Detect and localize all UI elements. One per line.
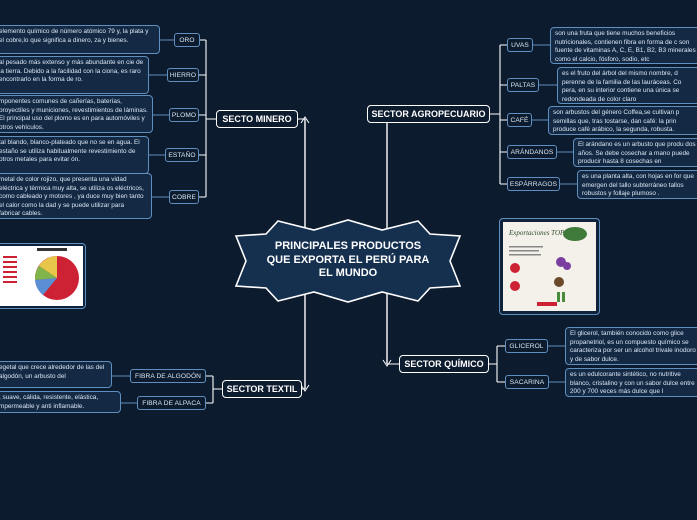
note-oro[interactable]: elemento químico de número atómico 79 y,…: [0, 25, 160, 54]
top-exports-poster[interactable]: Exportaciones TOP: [499, 218, 600, 315]
subtopic-oro[interactable]: ORO: [174, 33, 200, 47]
note-esparragos[interactable]: es una planta alta, con hojas en for que…: [577, 170, 697, 199]
note-uvas[interactable]: son una fruta que tiene muchos beneficio…: [550, 27, 697, 64]
exports-chart-thumbnail[interactable]: [0, 243, 86, 309]
note-fibra-algodon[interactable]: egetal que crece alrededor de las del al…: [0, 361, 112, 388]
topic-textile[interactable]: SECTOR TEXTIL: [222, 380, 302, 398]
subtopic-estano[interactable]: ESTAÑO: [165, 148, 199, 162]
note-cafe[interactable]: son arbustos del género Coffea,se cultiv…: [548, 106, 697, 135]
note-sacarina[interactable]: es un edulcorante sintético, no nutritiv…: [565, 368, 697, 397]
note-paltas[interactable]: es el fruto del árbol del mismo nombre, …: [557, 67, 697, 104]
subtopic-fibra-alpaca[interactable]: FIBRA DE ALPACA: [137, 396, 206, 410]
note-cobre[interactable]: metal de color rojizo, que presenta una …: [0, 173, 152, 219]
pie-chart-thumbnail-icon: [0, 246, 83, 306]
subtopic-sacarina[interactable]: SACARINA: [505, 375, 549, 389]
subtopic-cafe[interactable]: CAFÉ: [507, 113, 532, 127]
note-estano[interactable]: tal blando, blanco-plateado que no se en…: [0, 136, 149, 174]
subtopic-glicerol[interactable]: GLICEROL: [505, 339, 548, 353]
poster-thumbnail-icon: Exportaciones TOP: [503, 222, 596, 311]
central-topic[interactable]: PRINCIPALES PRODUCTOS QUE EXPORTA EL PER…: [266, 240, 430, 279]
subtopic-plomo[interactable]: PLOMO: [169, 108, 199, 122]
subtopic-paltas[interactable]: PALTAS: [507, 78, 539, 92]
note-plomo[interactable]: mponentes comunes de cañerías, baterías,…: [0, 95, 153, 133]
subtopic-esparragos[interactable]: ESPÁRRAGOS: [507, 177, 560, 191]
note-arandanos[interactable]: El arándano es un arbusto que produ dos …: [573, 138, 697, 167]
topic-mining[interactable]: SECTO MINERO: [216, 110, 298, 128]
subtopic-uvas[interactable]: UVAS: [507, 38, 533, 52]
note-hierro[interactable]: al pesado más extenso y más abundante en…: [0, 56, 149, 94]
subtopic-cobre[interactable]: COBRE: [169, 190, 199, 204]
subtopic-fibra-algodon[interactable]: FIBRA DE ALGODÓN: [130, 369, 206, 383]
note-glicerol[interactable]: El glicerol, también conocido como glice…: [565, 327, 697, 365]
subtopic-arandanos[interactable]: ARÁNDANOS: [507, 145, 557, 159]
note-fibra-alpaca[interactable]: , suave, cálida, resistente, elástica, m…: [0, 391, 121, 413]
central-topic-shape: [234, 219, 462, 303]
svg-text:Exportaciones TOP: Exportaciones TOP: [508, 229, 565, 237]
subtopic-hierro[interactable]: HIERRO: [167, 68, 199, 82]
topic-agriculture[interactable]: SECTOR AGROPECUARIO: [367, 105, 490, 123]
topic-chemical[interactable]: SECTOR QUÍMICO: [399, 355, 489, 373]
